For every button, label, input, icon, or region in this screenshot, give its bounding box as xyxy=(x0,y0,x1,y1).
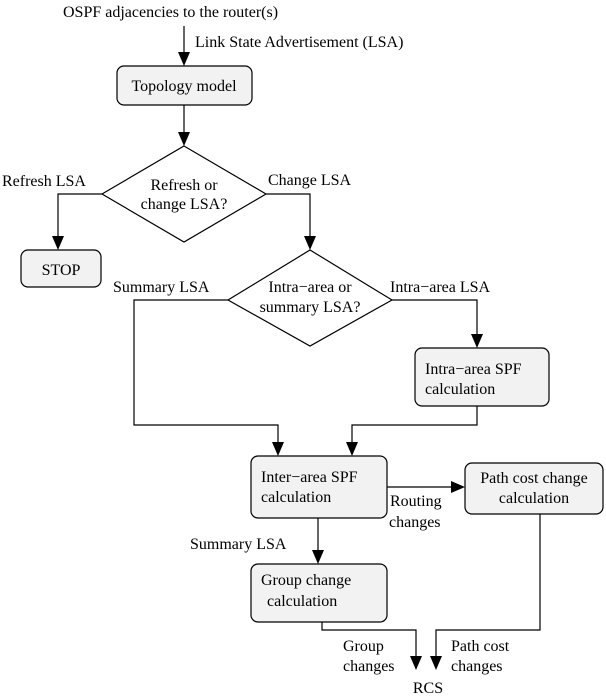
decision2-line1: Intra−area or xyxy=(268,279,352,296)
stop-box xyxy=(20,249,102,288)
intra-area-lsa-label: Intra−area LSA xyxy=(390,279,491,296)
routing-changes-line1: Routing xyxy=(390,493,442,510)
intra-spf-line2: calculation xyxy=(425,381,495,398)
decision2-line2: summary LSA? xyxy=(260,299,361,316)
intra-spf-line1: Intra−area SPF xyxy=(425,361,522,378)
path-cost-changes-line2: changes xyxy=(451,658,503,675)
intra-area-spf-box xyxy=(414,347,550,407)
routing-changes-line2: changes xyxy=(389,514,441,531)
group-changes-line1: Group xyxy=(343,638,384,655)
summary-lsa-label: Summary LSA xyxy=(113,279,210,296)
path-cost-calc-line2: calculation xyxy=(499,490,569,507)
change-lsa-label: Change LSA xyxy=(268,172,352,189)
topology-model-label: Topology model xyxy=(131,78,237,95)
summary-lsa-label-2: Summary LSA xyxy=(190,536,287,553)
path-cost-calc-box xyxy=(464,462,604,515)
path-cost-changes-line1: Path cost xyxy=(451,638,510,655)
rcs-label: RCS xyxy=(413,680,443,697)
path-cost-calc-line1: Path cost change xyxy=(480,470,588,487)
group-changes-line2: changes xyxy=(343,658,395,675)
decision1-line2: change LSA? xyxy=(141,196,228,213)
group-change-calc-box xyxy=(250,563,388,623)
top-label: OSPF adjacencies to the router(s) xyxy=(63,4,278,21)
inter-area-spf-box xyxy=(250,455,388,519)
intra-or-summary-decision xyxy=(226,249,394,347)
refresh-or-change-decision xyxy=(100,145,268,243)
inter-spf-line2: calculation xyxy=(261,489,331,506)
refresh-lsa-label: Refresh LSA xyxy=(2,173,86,190)
group-change-line1: Group change xyxy=(261,572,351,589)
decision1-line1: Refresh or xyxy=(150,177,218,194)
lsa-label: Link State Advertisement (LSA) xyxy=(195,34,403,51)
stop-label: STOP xyxy=(42,262,81,279)
group-change-line2: calculation xyxy=(267,593,337,610)
connectors xyxy=(52,26,541,670)
topology-model-box xyxy=(116,65,253,106)
inter-spf-line1: Inter−area SPF xyxy=(261,469,358,486)
